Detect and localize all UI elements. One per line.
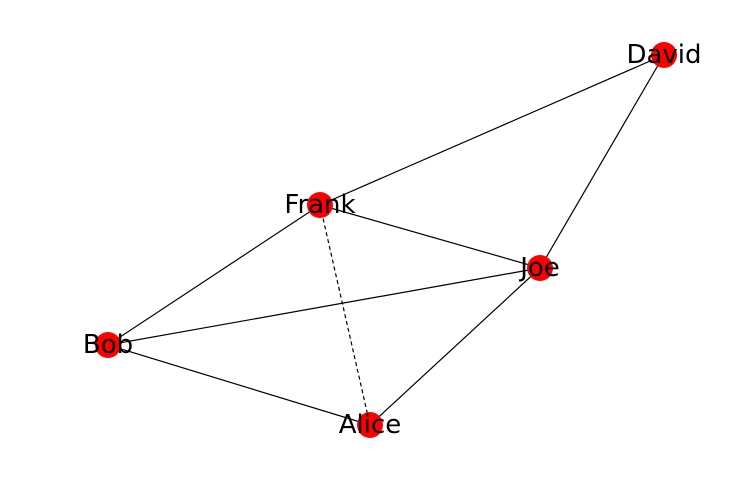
node-frank: Frank <box>284 190 355 220</box>
node-david: David <box>626 40 701 70</box>
edge-frank-alice <box>319 204 371 426</box>
node-circle-alice <box>357 412 383 438</box>
node-label-bob: Bob <box>83 330 133 360</box>
edge-bob-alice <box>107 344 371 426</box>
graph-edges <box>107 54 665 426</box>
edge-frank-joe <box>319 204 541 269</box>
edge-david-joe <box>539 54 665 269</box>
node-label-david: David <box>626 40 701 70</box>
node-alice: Alice <box>339 410 402 440</box>
node-label-joe: Joe <box>518 253 560 283</box>
edge-bob-frank <box>107 204 321 346</box>
node-circle-frank <box>307 192 333 218</box>
node-label-alice: Alice <box>339 410 402 440</box>
node-circle-david <box>651 42 677 68</box>
node-bob: Bob <box>83 330 133 360</box>
edge-alice-joe <box>369 267 541 426</box>
node-circle-bob <box>95 332 121 358</box>
node-circle-joe <box>527 255 553 281</box>
edge-bob-joe <box>107 267 541 346</box>
node-label-frank: Frank <box>284 190 355 220</box>
edge-frank-david <box>319 54 665 206</box>
node-joe: Joe <box>518 253 560 283</box>
